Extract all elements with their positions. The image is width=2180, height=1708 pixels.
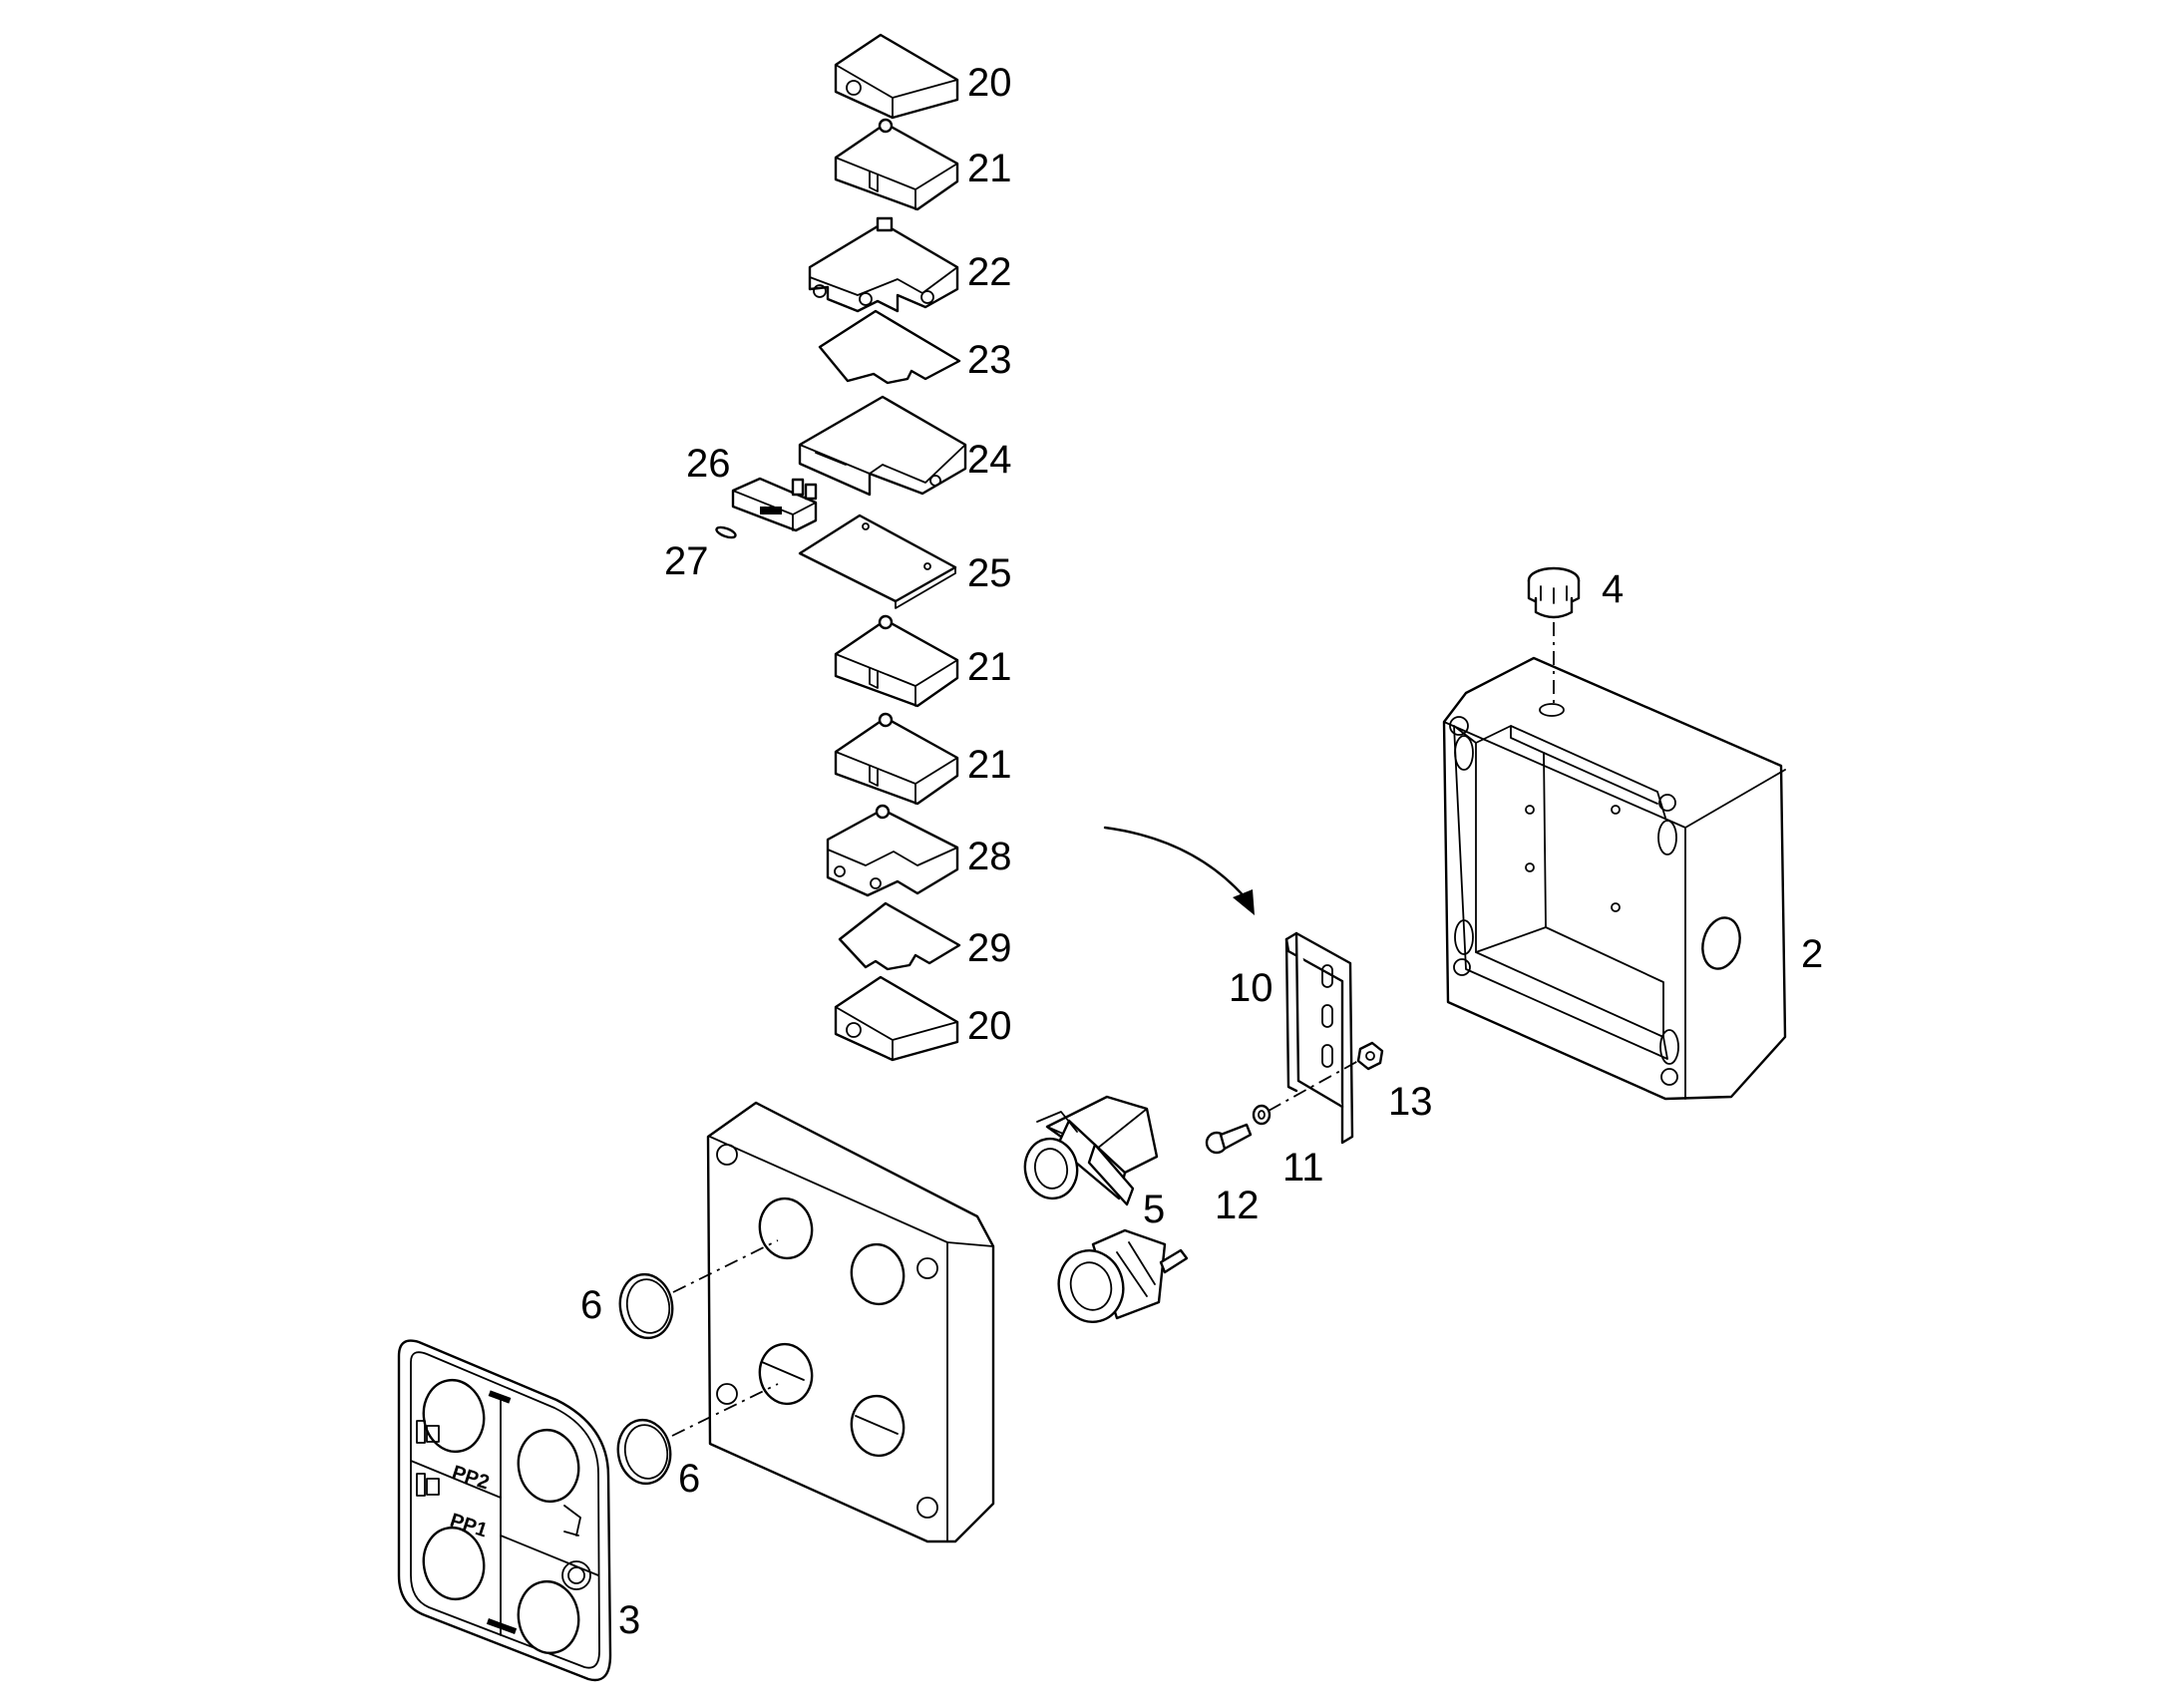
part-11-washer <box>1252 1104 1272 1126</box>
callout-10: 10 <box>1229 966 1273 1010</box>
callout-11: 11 <box>1282 1146 1324 1190</box>
part-6-o-ring-lower <box>616 1383 779 1486</box>
callout-12: 12 <box>1215 1184 1260 1227</box>
part-27-small-ring <box>715 525 737 539</box>
callout-23: 23 <box>967 338 1012 382</box>
callout-13: 13 <box>1388 1080 1433 1124</box>
screw-axis-line <box>1268 1060 1359 1112</box>
part-29-insulating-plate <box>838 901 961 971</box>
callout-27: 27 <box>664 539 709 583</box>
callout-22: 22 <box>967 250 1012 294</box>
callout-6-lower: 6 <box>678 1457 700 1501</box>
part-20-end-cap-top <box>834 33 959 120</box>
callout-21-c: 21 <box>967 743 1012 787</box>
callout-20-top: 20 <box>967 61 1012 105</box>
assembly-arrow <box>1103 826 1255 915</box>
part-3-label-faceplate: PP2 PP1 <box>397 1339 612 1682</box>
part-21-contact-block-c <box>834 712 959 806</box>
callout-5: 5 <box>1143 1188 1165 1231</box>
part-21-contact-block-b <box>834 614 959 708</box>
callout-20-bottom: 20 <box>967 1004 1012 1048</box>
callout-29: 29 <box>967 926 1012 970</box>
part-5-pushbutton-lower <box>1057 1228 1189 1323</box>
cover-plate <box>706 1101 995 1543</box>
part-5-pushbutton-upper <box>1023 1095 1159 1206</box>
part-25-plate <box>798 513 957 609</box>
part-20-end-cap-bottom <box>834 975 959 1062</box>
callout-28: 28 <box>967 835 1012 878</box>
part-13-nut <box>1356 1041 1384 1071</box>
part-28-contact-block <box>826 804 959 897</box>
callout-21-a: 21 <box>967 147 1012 190</box>
callout-2: 2 <box>1801 932 1823 976</box>
part-23-insulating-plate <box>818 309 961 385</box>
part-22-contact-block <box>808 216 959 313</box>
part-21-contact-block-a <box>834 118 959 211</box>
part-10-din-rail <box>1284 931 1354 1145</box>
part-6-o-ring-upper <box>618 1239 779 1340</box>
part-24-contact-block <box>798 395 967 497</box>
part-26-small-contact <box>731 477 818 532</box>
part-4-plug <box>1527 566 1581 706</box>
callout-25: 25 <box>967 551 1012 595</box>
callout-24: 24 <box>967 438 1012 482</box>
callout-26: 26 <box>686 442 731 486</box>
part-2-enclosure <box>1442 656 1787 1101</box>
callout-4: 4 <box>1602 567 1624 611</box>
callout-6-upper: 6 <box>580 1283 602 1327</box>
part-12-screw <box>1205 1123 1253 1155</box>
callout-3: 3 <box>618 1598 640 1642</box>
callout-21-b: 21 <box>967 645 1012 689</box>
